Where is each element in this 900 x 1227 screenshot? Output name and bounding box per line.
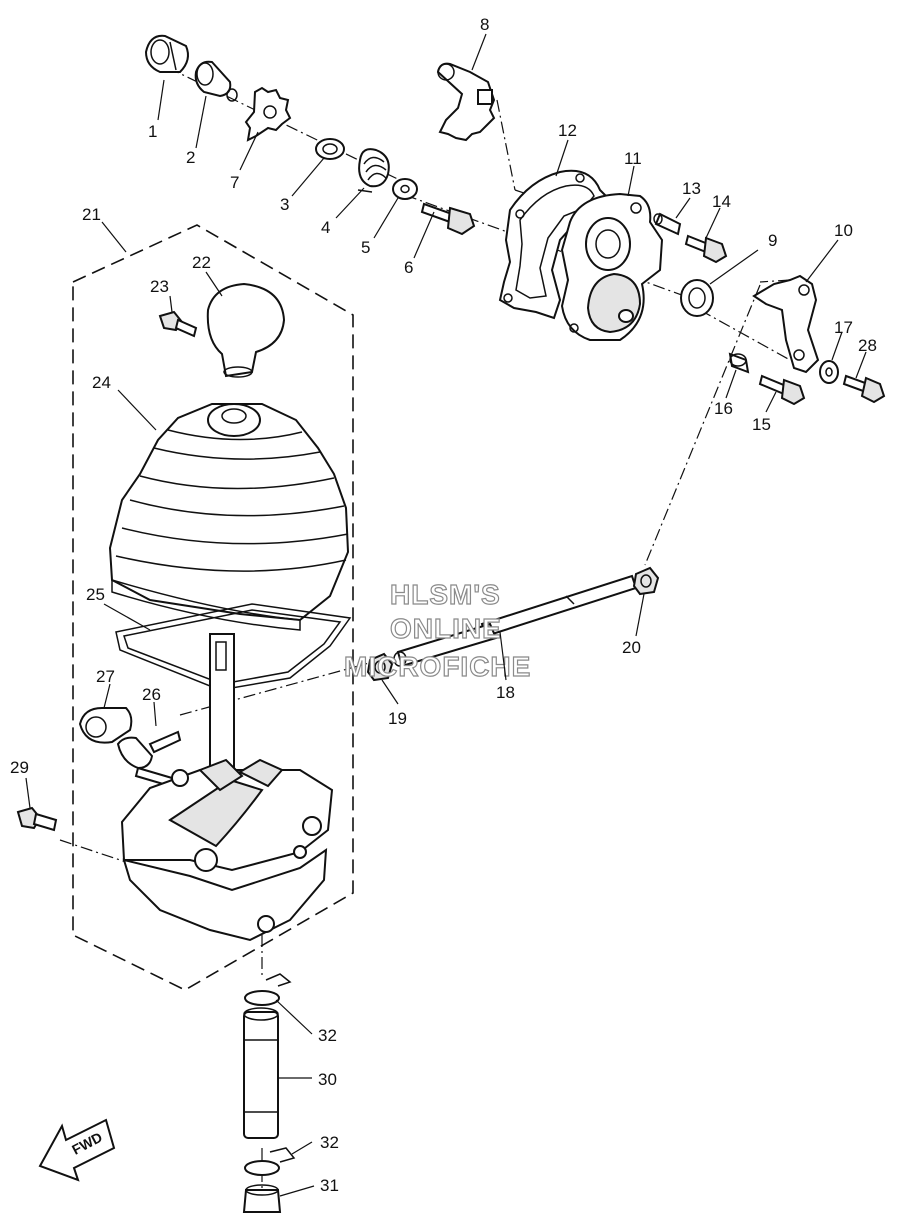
callout-9: 9 xyxy=(768,231,777,250)
callout-12: 12 xyxy=(558,121,577,140)
part-13 xyxy=(653,212,682,236)
shift-housing xyxy=(120,758,334,942)
fwd-arrow-icon: FWD xyxy=(38,1118,116,1182)
part-27 xyxy=(78,707,133,744)
part-18 xyxy=(393,574,638,668)
part-19 xyxy=(366,652,394,682)
callout-15: 15 xyxy=(752,415,771,434)
callout-21: 21 xyxy=(82,205,101,224)
callout-3: 3 xyxy=(280,195,289,214)
callout-23: 23 xyxy=(150,277,169,296)
watermark: HLSM'S ONLINE MICROFICHE xyxy=(343,578,531,682)
callout-25: 25 xyxy=(86,585,105,604)
part-22 xyxy=(206,282,286,378)
callout-29: 29 xyxy=(10,758,29,777)
part-28 xyxy=(842,374,886,404)
callouts: 1 2 3 4 5 6 7 8 9 10 11 12 13 14 15 16 1… xyxy=(10,15,877,1195)
part-32-lower xyxy=(244,1147,296,1176)
part-14 xyxy=(684,234,728,264)
part-9 xyxy=(680,279,714,317)
callout-10: 10 xyxy=(834,221,853,240)
assembly-21-outline xyxy=(72,224,354,991)
callout-13: 13 xyxy=(682,179,701,198)
watermark-line-2: ONLINE xyxy=(390,613,502,644)
part-4 xyxy=(357,148,390,193)
callout-26: 26 xyxy=(142,685,161,704)
part-2 xyxy=(194,60,238,102)
leader-lines xyxy=(25,33,867,1197)
callout-7: 7 xyxy=(230,173,239,192)
part-10 xyxy=(752,274,820,374)
callout-31: 31 xyxy=(320,1176,339,1195)
callout-30: 30 xyxy=(318,1070,337,1089)
part-20 xyxy=(632,566,660,596)
part-6 xyxy=(420,202,476,236)
callout-32-lower: 32 xyxy=(320,1133,339,1152)
callout-27: 27 xyxy=(96,667,115,686)
callout-5: 5 xyxy=(361,238,370,257)
part-32-upper xyxy=(244,973,292,1006)
part-26 xyxy=(116,730,182,788)
callout-14: 14 xyxy=(712,192,731,211)
callout-24: 24 xyxy=(92,373,111,392)
part-30 xyxy=(243,1007,279,1139)
part-25 xyxy=(115,603,352,691)
part-3 xyxy=(315,138,345,160)
part-15 xyxy=(758,374,806,406)
watermark-line-1: HLSM'S xyxy=(390,579,501,610)
callout-6: 6 xyxy=(404,258,413,277)
part-16 xyxy=(728,352,750,374)
part-29 xyxy=(16,806,58,832)
part-8 xyxy=(436,62,496,142)
part-7 xyxy=(244,86,292,142)
callout-18: 18 xyxy=(496,683,515,702)
callout-1: 1 xyxy=(148,122,157,141)
callout-32-upper: 32 xyxy=(318,1026,337,1045)
callout-11: 11 xyxy=(624,149,642,168)
callout-19: 19 xyxy=(388,709,407,728)
part-11 xyxy=(560,192,664,341)
callout-8: 8 xyxy=(480,15,489,34)
part-24 xyxy=(108,403,350,631)
watermark-line-3: MICROFICHE xyxy=(344,651,531,682)
callout-20: 20 xyxy=(622,638,641,657)
callout-22: 22 xyxy=(192,253,211,272)
part-23 xyxy=(158,310,198,338)
callout-17: 17 xyxy=(834,318,853,337)
callout-28: 28 xyxy=(858,336,877,355)
part-17 xyxy=(819,360,839,384)
part-5 xyxy=(392,178,418,200)
part-31 xyxy=(242,1184,282,1213)
callout-4: 4 xyxy=(321,218,330,237)
callout-2: 2 xyxy=(186,148,195,167)
part-1 xyxy=(144,34,189,73)
callout-16: 16 xyxy=(714,399,733,418)
